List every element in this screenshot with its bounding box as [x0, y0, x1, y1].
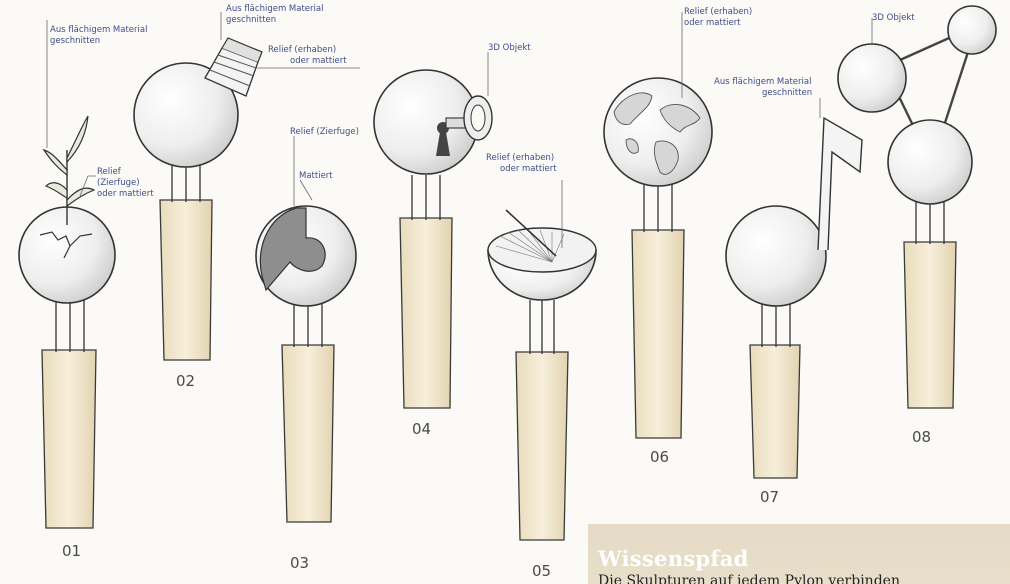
- pylon-02: [160, 200, 212, 360]
- sculpture-number-06: 06: [650, 448, 669, 466]
- sculpture-07: Aus flächigem Material geschnitten 07: [714, 77, 862, 506]
- annotation-01-relief-l2: (Zierfuge): [97, 178, 140, 188]
- annotation-05-relief-l2: oder mattiert: [500, 164, 557, 174]
- info-box: Wissenspfad Die Skulpturen auf jedem Pyl…: [588, 524, 1010, 584]
- annotation-07-material-l1: Aus flächigem Material: [714, 77, 811, 87]
- pylon-05: [516, 352, 568, 540]
- globe-sphere: [604, 78, 712, 186]
- annotation-07-material-l2: geschnitten: [762, 88, 812, 98]
- annotation-01-material-l1: Aus flächigem Material: [50, 25, 147, 35]
- sculpture-number-05: 05: [532, 562, 551, 580]
- pylon-01: [42, 350, 96, 528]
- annotation-01-relief-l3: oder mattiert: [97, 189, 154, 199]
- pylon-07: [750, 345, 800, 478]
- sphere-08-right: [948, 6, 996, 54]
- annotation-06-relief-l2: oder mattiert: [684, 18, 741, 28]
- info-box-text: Die Skulpturen auf jedem Pylon verbinden: [598, 573, 900, 584]
- sculpture-number-07: 07: [760, 488, 779, 506]
- annotation-03-relief: Relief (Zierfuge): [290, 127, 359, 137]
- sphere-08-main: [888, 120, 972, 204]
- annotation-04-3d: 3D Objekt: [488, 43, 531, 53]
- sculpture-number-01: 01: [62, 542, 81, 560]
- annotation-03-matt: Mattiert: [299, 171, 333, 181]
- annotation-06-relief-l1: Relief (erhaben): [684, 7, 752, 17]
- annotation-08-3d: 3D Objekt: [872, 13, 915, 23]
- sculpture-number-02: 02: [176, 372, 195, 390]
- annotation-01-relief-l1: Relief: [97, 167, 122, 177]
- annotation-02-material-l2: geschnitten: [226, 15, 276, 25]
- annotation-02-material-l1: Aus flächigem Material: [226, 4, 323, 14]
- sculpture-02: Aus flächigem Material geschnitten Relie…: [134, 4, 360, 390]
- pylon-08: [904, 242, 956, 408]
- note-flag: [818, 118, 862, 250]
- sculpture-08: 3D Objekt 08: [838, 6, 996, 446]
- pylon-04: [400, 218, 452, 408]
- sculpture-01: Aus flächigem Material geschnitten Relie…: [19, 20, 154, 560]
- info-box-title: Wissenspfad: [598, 546, 749, 571]
- pylon-03: [282, 345, 334, 522]
- annotation-02-relief-l1: Relief (erhaben): [268, 45, 336, 55]
- sculpture-number-08: 08: [912, 428, 931, 446]
- music-note-sphere: [726, 206, 826, 306]
- sculpture-05: Relief (erhaben) oder mattiert 05: [486, 153, 596, 580]
- sphere-08-left: [838, 44, 906, 112]
- sculpture-03: Relief (Zierfuge) Mattiert 03: [256, 127, 359, 572]
- sculpture-number-03: 03: [290, 554, 309, 572]
- annotation-01-material-l2: geschnitten: [50, 36, 100, 46]
- sculpture-number-04: 04: [412, 420, 431, 438]
- annotation-02-relief-l2: oder mattiert: [290, 56, 347, 66]
- annotation-05-relief-l1: Relief (erhaben): [486, 153, 554, 163]
- pylon-06: [632, 230, 684, 438]
